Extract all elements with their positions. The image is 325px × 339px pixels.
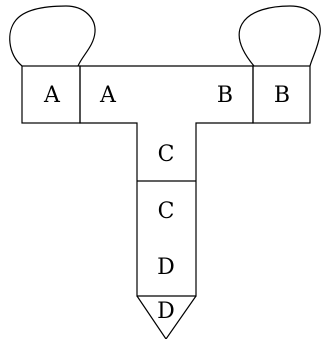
label-left-pillar: A <box>43 83 61 108</box>
label-stem-mid-c: C <box>158 199 175 224</box>
label-stem-mid-d: D <box>157 255 175 280</box>
label-right-pillar: B <box>274 83 290 108</box>
label-tip: D <box>157 299 175 324</box>
label-bar-right: B <box>217 83 233 108</box>
label-bar-left: A <box>99 83 117 108</box>
left-loop <box>9 5 96 67</box>
tip-triangle <box>136 295 197 339</box>
label-stem-upper: C <box>158 142 175 167</box>
right-loop <box>238 5 321 67</box>
